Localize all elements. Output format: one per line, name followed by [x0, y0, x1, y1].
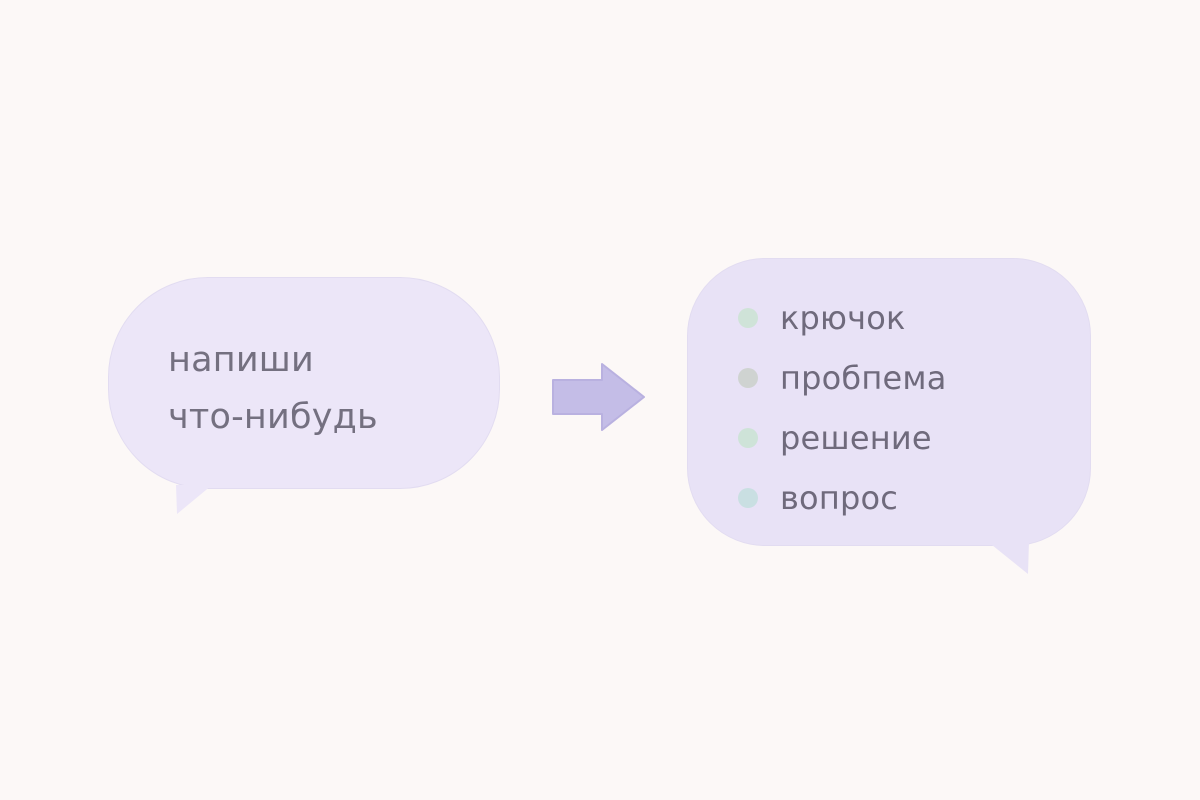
outline-item-solution: решение [738, 408, 947, 468]
outline-item-problem: пробпема [738, 348, 947, 408]
prompt-line-1: напиши [168, 340, 314, 380]
outline-item-hook: крючок [738, 288, 947, 348]
outline-item-label: решение [780, 419, 932, 457]
outline-item-question: вопрос [738, 468, 947, 528]
outline-bubble-tail [987, 541, 1029, 574]
outline-list: крючок пробпема решение вопрос [738, 288, 947, 528]
prompt-bubble-tail [176, 485, 212, 514]
arrow-right-icon [552, 363, 645, 431]
outline-item-dot [738, 308, 758, 328]
outline-item-label: крючок [780, 299, 906, 337]
prompt-bubble [108, 277, 500, 489]
outline-item-label: вопрос [780, 479, 899, 517]
outline-item-dot [738, 428, 758, 448]
outline-item-label: пробпема [780, 359, 947, 397]
prompt-text: напиши что-нибудь [168, 332, 378, 446]
outline-item-dot [738, 368, 758, 388]
outline-item-dot [738, 488, 758, 508]
prompt-line-2: что-нибудь [168, 397, 378, 437]
